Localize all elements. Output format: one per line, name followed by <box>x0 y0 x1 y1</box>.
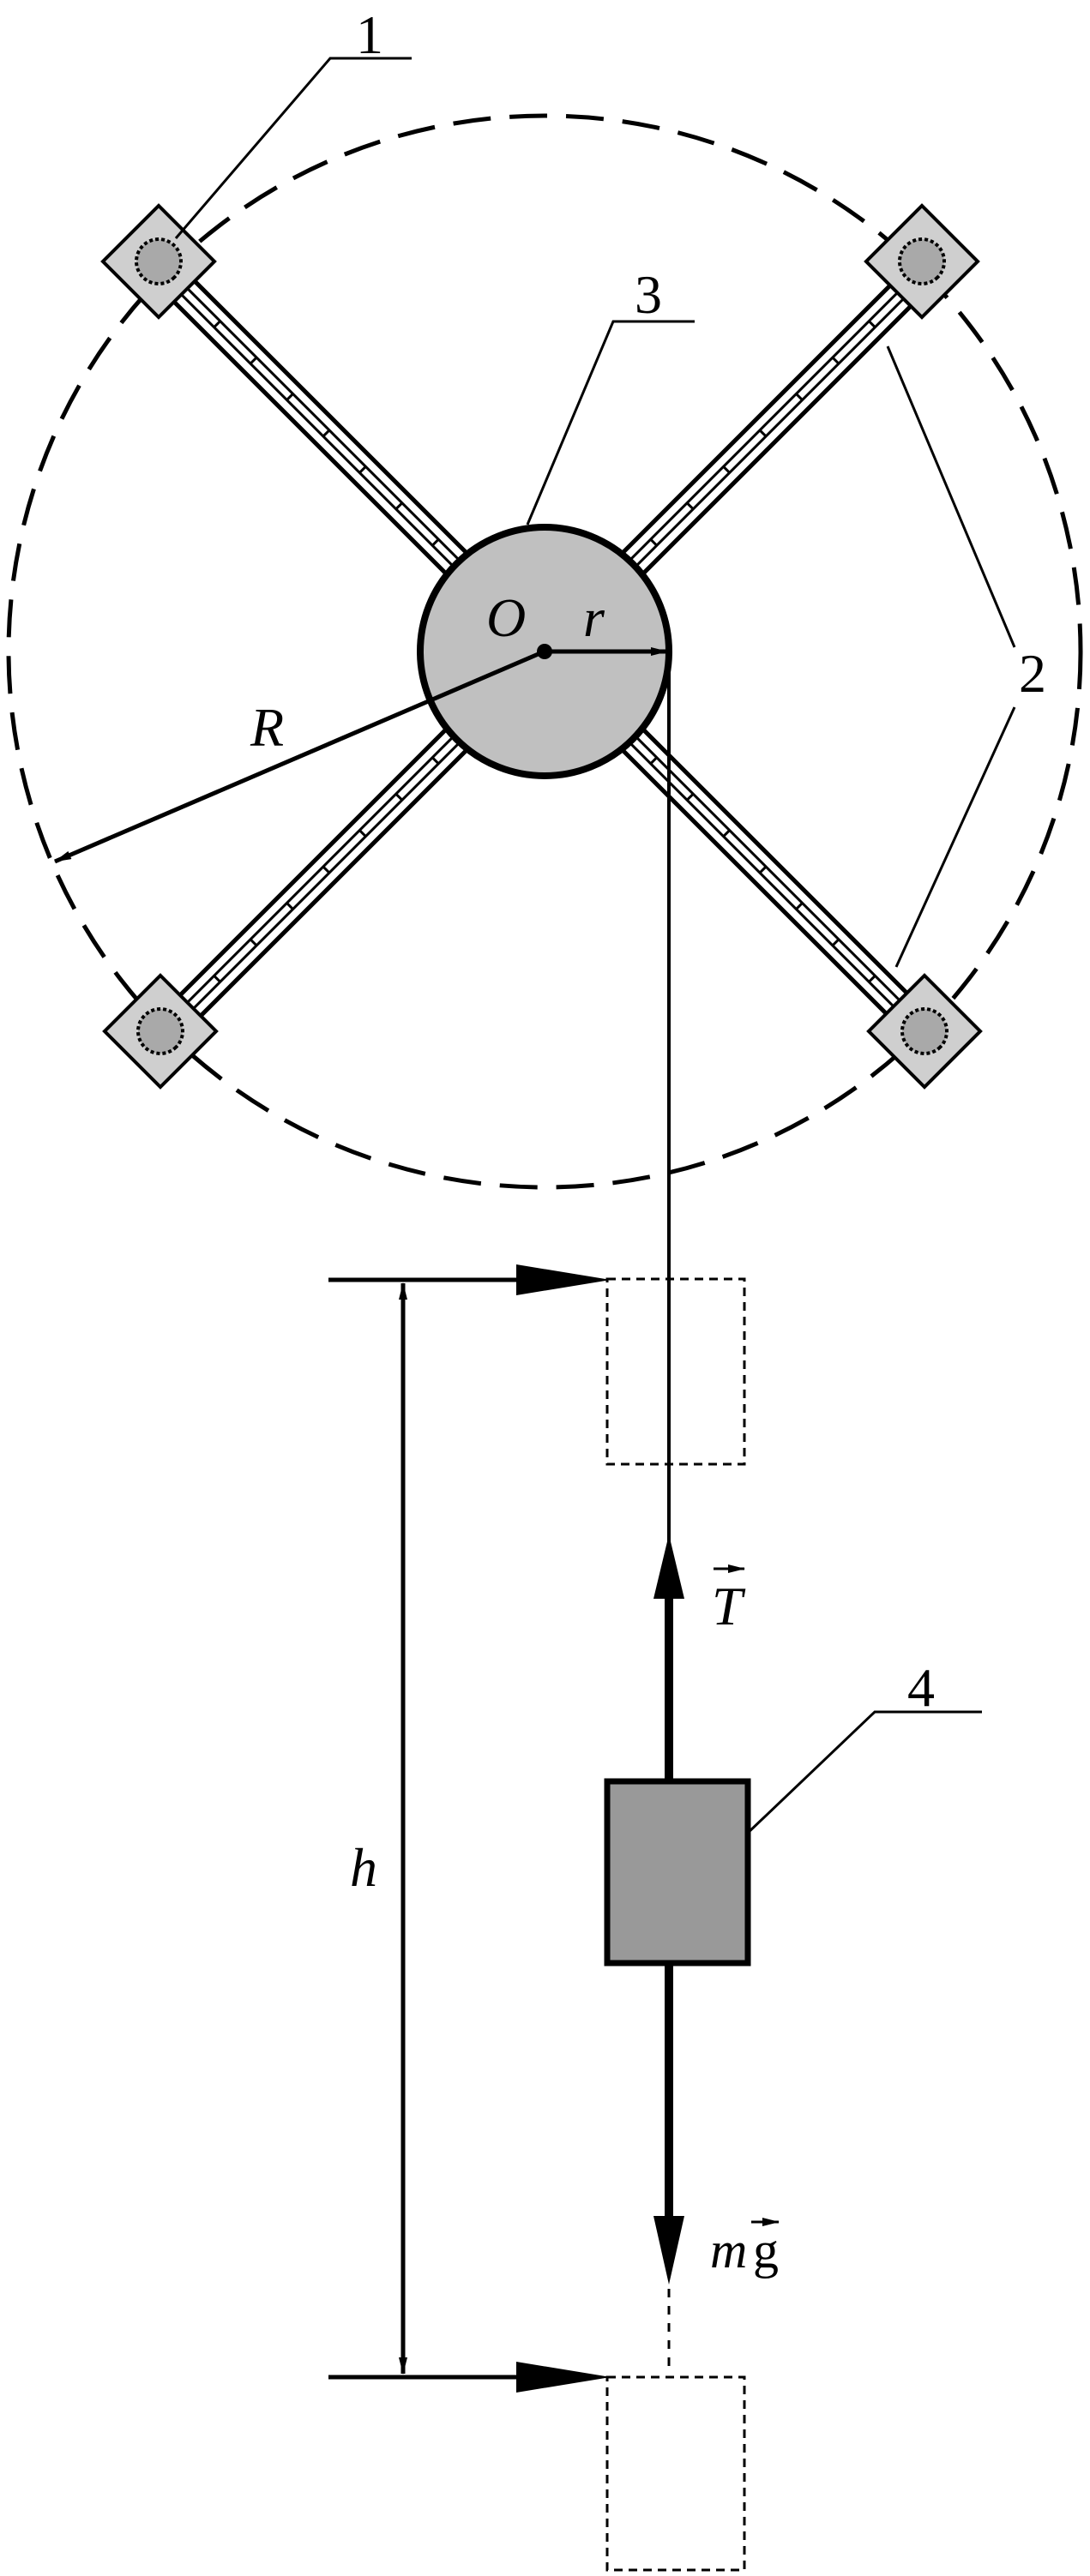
label-pulley-radius: r <box>583 587 605 648</box>
counterweight-bottom-left <box>102 973 219 1090</box>
bottom-reference-arrowhead <box>516 2362 611 2393</box>
counterweight-bottom-right <box>866 973 983 1090</box>
leader-pulley <box>526 320 695 525</box>
gravity-shaft <box>665 1963 673 2220</box>
load-end-position <box>605 2375 746 2572</box>
label-weight-radius: R <box>250 697 284 758</box>
label-load: 4 <box>907 1657 935 1718</box>
gravity-arrowhead <box>653 2216 684 2285</box>
load-start-position <box>605 1277 746 1466</box>
label-axis-center: O <box>486 587 526 648</box>
counterweights-group <box>100 203 983 1090</box>
load-block <box>604 1778 751 1967</box>
tension-arrowhead <box>653 1534 684 1599</box>
counterweight-top-right <box>864 203 980 320</box>
leader-rod-lower <box>894 706 1016 968</box>
label-rods: 2 <box>1019 643 1046 704</box>
label-pulley: 3 <box>635 264 662 325</box>
leader-counterweight <box>174 57 412 239</box>
rods-group <box>124 231 965 1072</box>
leader-rod-upper <box>886 345 1016 648</box>
weight-radius-arrow <box>54 651 541 864</box>
label-gravity-g: g <box>753 2222 779 2279</box>
counterweight-top-left <box>100 203 217 320</box>
tension-shaft-upper <box>665 1594 673 1654</box>
rotation-radius-circle <box>6 113 1083 1190</box>
label-fall-height: h <box>350 1837 377 1898</box>
top-reference-arrowhead <box>516 1264 611 1295</box>
label-tension: T <box>712 1576 746 1636</box>
leader-load <box>744 1710 982 1836</box>
label-counterweight: 1 <box>356 4 383 65</box>
label-gravity-mass: m <box>710 2222 747 2279</box>
